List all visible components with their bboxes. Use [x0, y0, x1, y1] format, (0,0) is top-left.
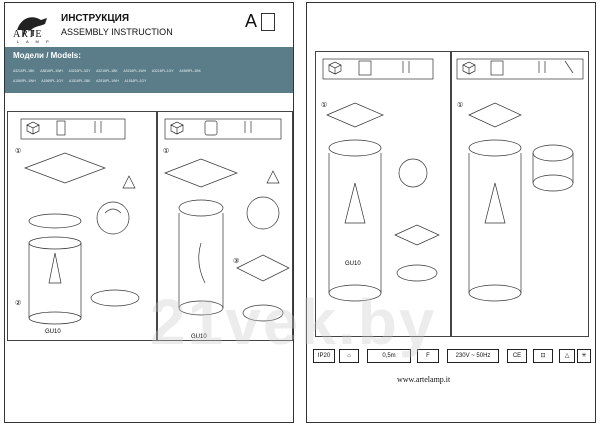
screw-icon	[244, 121, 252, 133]
step-column-2	[157, 111, 293, 341]
models-title: Модели / Models:	[13, 51, 81, 60]
step-number: ②	[15, 299, 21, 307]
griffin-logo-icon	[17, 17, 47, 37]
lamp-hazard-icon: △	[559, 349, 575, 363]
light-icon: ✳	[577, 349, 591, 363]
title-ru: ИНСТРУКЦИЯ	[61, 13, 130, 24]
warning-triangle-icon	[122, 175, 136, 189]
badge-letter: A	[245, 11, 258, 31]
parts-box-icon	[322, 58, 434, 80]
ip-rating: IP20	[313, 349, 335, 363]
step-column-1	[7, 111, 157, 341]
screw-icon	[402, 61, 410, 73]
warning-triangle-icon	[266, 170, 280, 184]
right-diagrams: ① ① GU10	[321, 58, 584, 302]
parts-box-icon	[20, 118, 126, 140]
step-column-3	[315, 51, 451, 337]
package-icon	[462, 61, 476, 75]
detail-circle	[246, 196, 280, 230]
watermark: 21vek.by	[150, 286, 437, 358]
step-number: ①	[457, 101, 463, 109]
lamp-part-icon	[56, 120, 66, 136]
brand-name: ARTE	[13, 29, 43, 40]
lamp-label: GU10	[345, 261, 361, 267]
package-icon	[170, 121, 184, 135]
footer-icons: IP20 ⌂ 0,5m F 230V ~ 50Hz CE ⊡ △ ✳	[313, 346, 591, 368]
screw-icon	[94, 121, 102, 133]
lamp-label: GU10	[45, 329, 61, 335]
lamp-part-icon	[204, 120, 218, 136]
indoor-icon: ⌂	[339, 349, 359, 363]
ce-mark: CE	[507, 349, 527, 363]
distance-label: 0,5m	[367, 349, 411, 363]
lamp-part-icon	[490, 60, 504, 76]
detail-circle	[96, 201, 130, 235]
parts-box-icon	[164, 118, 282, 140]
detail-circle	[398, 158, 428, 188]
left-diagrams: ① ② ① ③ GU10 GU10	[15, 118, 290, 340]
brand-tagline: L A M P	[17, 39, 52, 44]
models-row: A3216PL-1BK A3816PL-1WH A3216PL-3GY A321…	[13, 69, 201, 73]
step-number: ①	[163, 147, 169, 155]
class-ii-icon: ⊡	[533, 349, 553, 363]
right-page: ① ① GU10 IP20 ⌂ 0,5m F 230V ~ 50Hz CE ⊡ …	[306, 2, 596, 423]
step-number: ③	[233, 257, 239, 265]
lamp-label: GU10	[191, 334, 207, 340]
header: ARTE L A M P ИНСТРУКЦИЯ ASSEMBLY INSTRUC…	[5, 3, 293, 45]
screw-icon	[538, 60, 574, 74]
left-page: ARTE L A M P ИНСТРУКЦИЯ ASSEMBLY INSTRUC…	[4, 2, 294, 423]
website-url: www.artelamp.it	[397, 375, 451, 384]
flammable-surface-icon: F	[417, 349, 439, 363]
title-en: ASSEMBLY INSTRUCTION	[61, 27, 173, 37]
step-column-4	[451, 51, 589, 337]
lamp-part-icon	[358, 60, 372, 76]
package-icon	[26, 121, 40, 135]
package-icon	[328, 61, 342, 75]
info-icon	[261, 13, 275, 31]
voltage-label: 230V ~ 50Hz	[447, 349, 499, 363]
step-number: ①	[321, 101, 327, 109]
parts-box-icon	[456, 58, 584, 80]
step-number: ①	[15, 147, 21, 155]
models-row: A1569PL-1WH A1569PL-1GY A1516PL-1BK A251…	[13, 79, 147, 83]
models-panel: Модели / Models: A3216PL-1BK A3816PL-1WH…	[5, 47, 293, 93]
ceiling-plate	[24, 152, 106, 184]
